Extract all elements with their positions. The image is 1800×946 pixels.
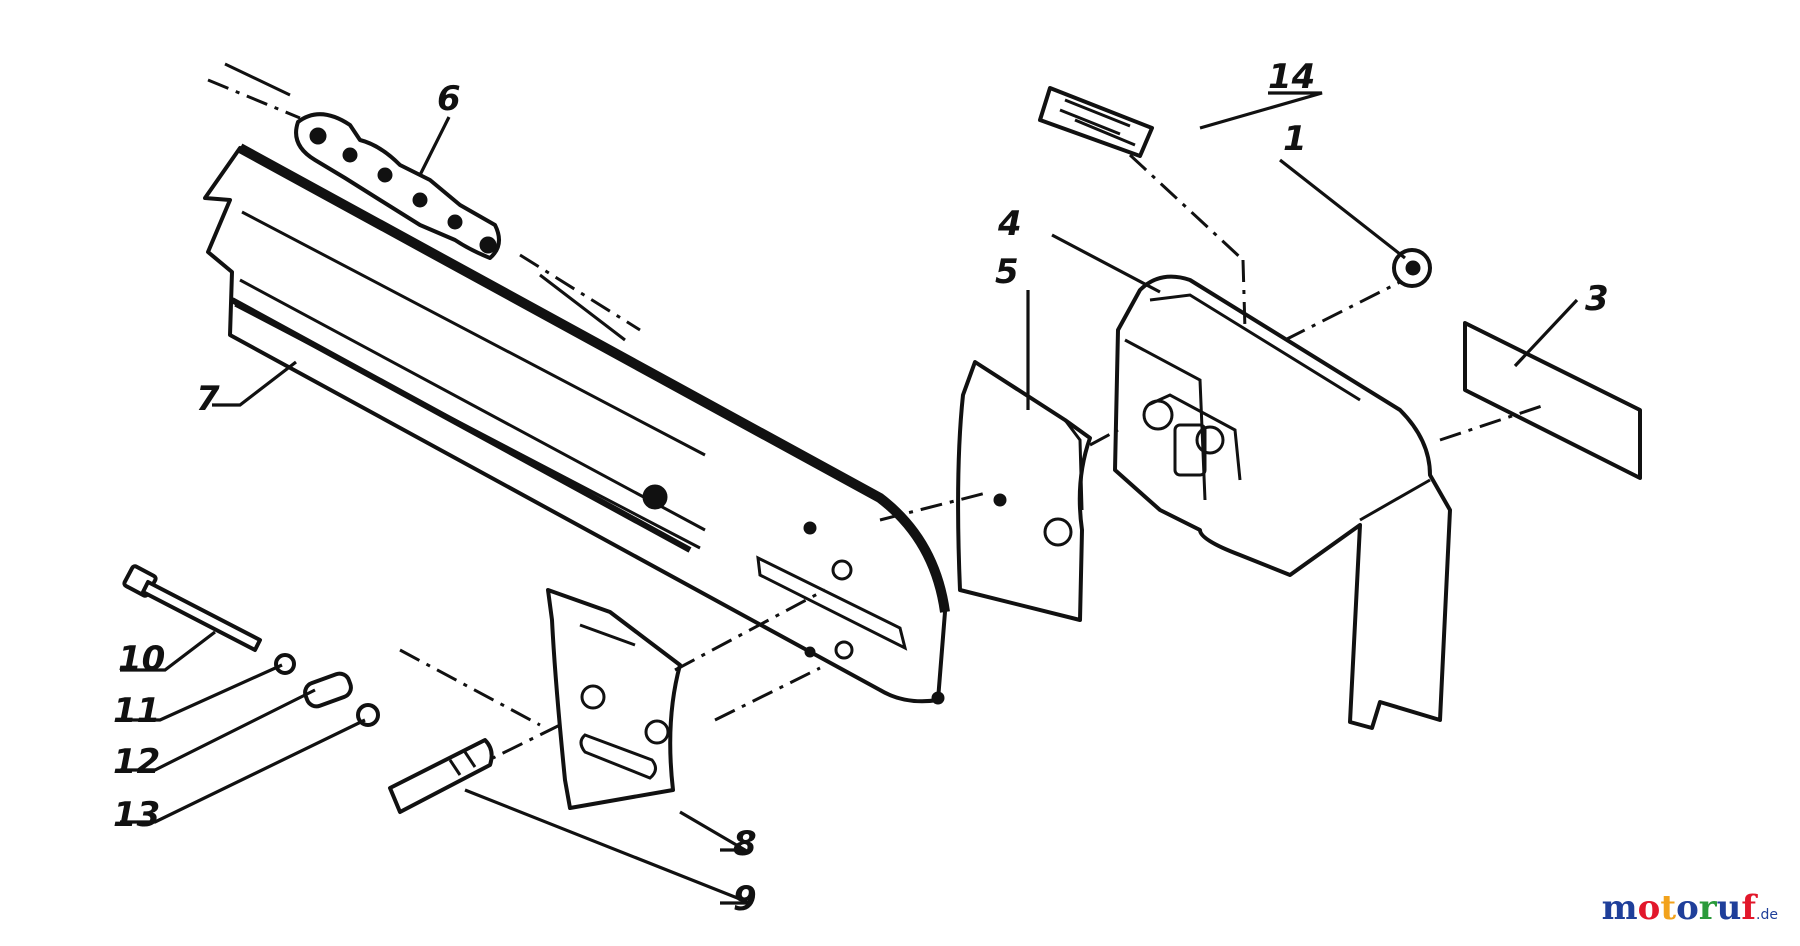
alignment-lines bbox=[399, 153, 1546, 760]
callout-3: 3 bbox=[1585, 279, 1609, 319]
label-plate bbox=[1038, 86, 1154, 158]
guide-bar bbox=[203, 143, 950, 705]
callout-12: 12 bbox=[113, 742, 160, 782]
washer bbox=[274, 653, 296, 675]
watermark-letter: u bbox=[1716, 888, 1742, 928]
watermark-letter: o bbox=[1676, 888, 1699, 928]
callout-4: 4 bbox=[997, 204, 1022, 244]
decal-plate bbox=[1463, 321, 1642, 480]
callout-13: 13 bbox=[113, 795, 160, 835]
bar-nut bbox=[1392, 248, 1432, 288]
spacer bbox=[303, 671, 353, 709]
watermark-letter: t bbox=[1660, 888, 1677, 928]
callout-1: 1 bbox=[1283, 119, 1307, 159]
stud bbox=[388, 738, 494, 814]
callout-8: 8 bbox=[733, 824, 757, 864]
watermark-letter: r bbox=[1698, 888, 1717, 928]
callout-5: 5 bbox=[995, 252, 1019, 292]
callout-11: 11 bbox=[113, 691, 160, 731]
callout-numbers: 1 3 4 5 6 7 8 9 10 11 12 13 14 bbox=[113, 57, 1609, 919]
outer-plate bbox=[546, 588, 682, 810]
callout-7: 7 bbox=[196, 379, 220, 419]
callout-9: 9 bbox=[733, 879, 757, 919]
callout-14: 14 bbox=[1268, 57, 1315, 97]
watermark-letter: f bbox=[1741, 888, 1757, 928]
sprocket-cover bbox=[1113, 274, 1452, 730]
bar-plate bbox=[956, 360, 1092, 622]
watermark-letter: o bbox=[1637, 888, 1661, 928]
screw bbox=[122, 564, 262, 652]
watermark-logo: motoruf.de bbox=[1602, 888, 1778, 928]
callout-10: 10 bbox=[118, 639, 165, 679]
watermark-letter: m bbox=[1601, 888, 1638, 928]
leader-lines bbox=[120, 91, 1579, 905]
watermark-tld: .de bbox=[1756, 907, 1778, 923]
saw-chain bbox=[207, 62, 641, 342]
callout-6: 6 bbox=[437, 79, 461, 119]
